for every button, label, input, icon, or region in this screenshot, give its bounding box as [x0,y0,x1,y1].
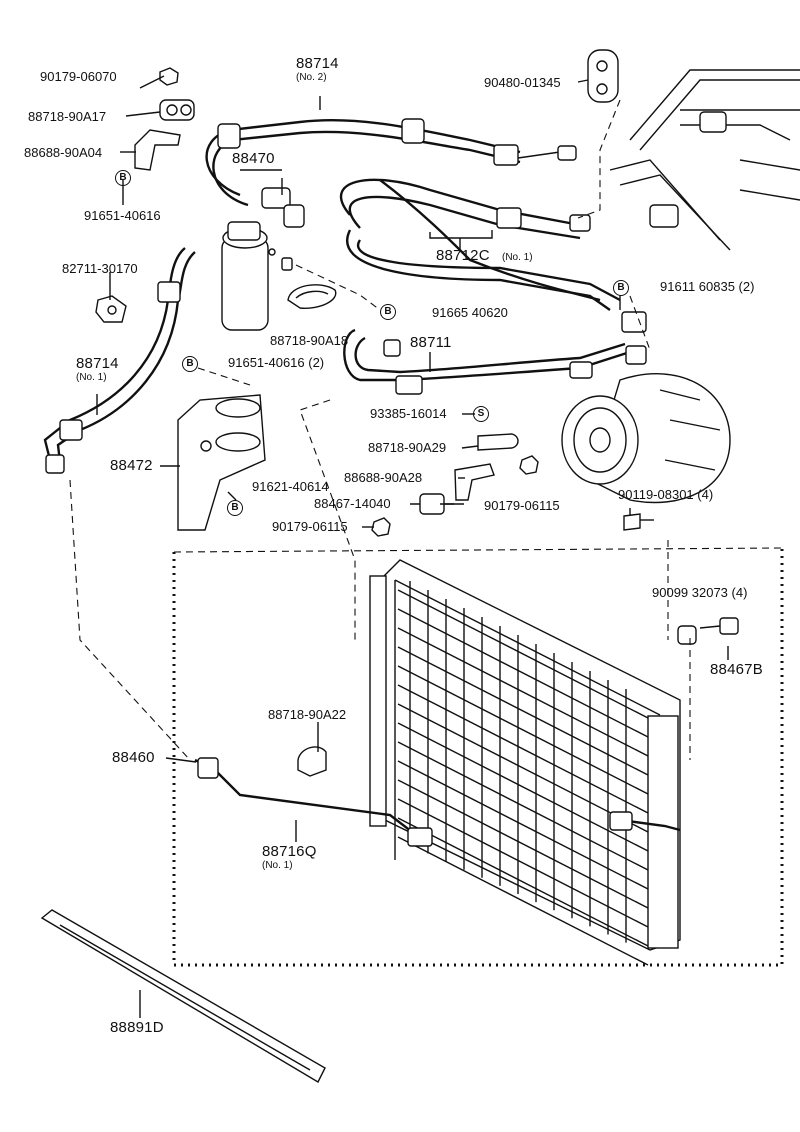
label-88718-90A29: 88718-90A29 [368,440,447,455]
label-88714-no2: 88714 [296,55,339,72]
nut-90179-06115-left-icon [371,517,391,537]
seal-strip-88891D-icon [40,909,326,1083]
marker-b-1: B [115,170,131,186]
label-88716Q: 88716Q [262,843,317,860]
bolt-88467B-icon [699,617,739,635]
label-90179-06115-right: 90179-06115 [484,498,560,513]
label-88712C-sub: (No. 1) [502,252,533,263]
label-91651-40616: 91651-40616 [84,208,161,223]
receiver-dryer-icon [221,187,305,331]
grommet-90099-icon [677,625,697,645]
condenser-boundary [172,547,784,967]
label-88718-90A18: 88718-90A18 [270,333,349,348]
label-90480-01345: 90480-01345 [484,75,561,90]
marker-b-3: B [380,304,396,320]
leader-lines [69,75,729,1018]
label-88714-no1: 88714 [76,355,119,372]
hose-88712C [339,178,621,311]
label-88460: 88460 [112,749,155,766]
label-90179-06070: 90179-06070 [40,69,117,84]
label-90179-06115-left: 90179-06115 [272,519,348,534]
label-91611-60835: 91611 60835 (2) [660,279,755,294]
label-88712C: 88712C [436,247,490,264]
marker-b-4: B [182,356,198,372]
clip-icon [95,295,127,323]
label-88688-90A28: 88688-90A28 [344,470,423,485]
label-88716Q-sub: (No. 1) [262,860,293,871]
bracket-88472-icon [177,394,266,531]
nut-icon [159,67,179,86]
label-90099-32073: 90099 32073 (4) [652,585,748,600]
pipe-88716Q [194,757,681,847]
label-91651-40616-2: 91651-40616 (2) [228,355,325,370]
condenser-icon [369,559,681,966]
hose-88714-no1 [43,247,196,474]
bolt-90119-08301-icon [623,513,654,531]
clamp-88718-90A18-icon [287,284,337,309]
label-88891D: 88891D [110,1019,164,1036]
engine-pipework [609,69,800,251]
hose-88714-no2 [205,118,577,207]
marker-b-5: B [227,500,243,516]
nut-90179-06115-right-icon [519,455,539,475]
label-88714-no1-sub: (No. 1) [76,372,107,383]
label-90119-08301: 90119-08301 (4) [618,487,714,502]
label-88467-14040: 88467-14040 [314,496,391,511]
label-82711-30170: 82711-30170 [62,261,138,276]
grommet-icon [587,49,619,103]
hose-88711 [343,311,647,395]
bracket-icon [134,129,181,171]
clamp-88718-90A29-icon [477,433,519,451]
label-88714-no2-sub: (No. 2) [296,72,327,83]
marker-b-2: B [613,280,629,296]
marker-s: S [473,406,489,422]
label-88718-90A22: 88718-90A22 [268,707,347,722]
label-88467B: 88467B [710,661,763,678]
label-91665-40620: 91665 40620 [432,305,508,320]
label-88472: 88472 [110,457,153,474]
bracket-88688-90A28-icon [454,463,495,501]
label-88688-90A04: 88688-90A04 [24,145,103,160]
label-93385-16014: 93385-16014 [370,406,447,421]
label-88718-90A17: 88718-90A17 [28,109,107,124]
label-91621-40614: 91621-40614 [252,479,329,494]
clip-88718-90A22-icon [297,746,327,777]
compressor-icon [561,373,731,504]
label-88470: 88470 [232,150,275,167]
label-88711: 88711 [410,334,452,351]
clamp-icon [159,99,195,121]
